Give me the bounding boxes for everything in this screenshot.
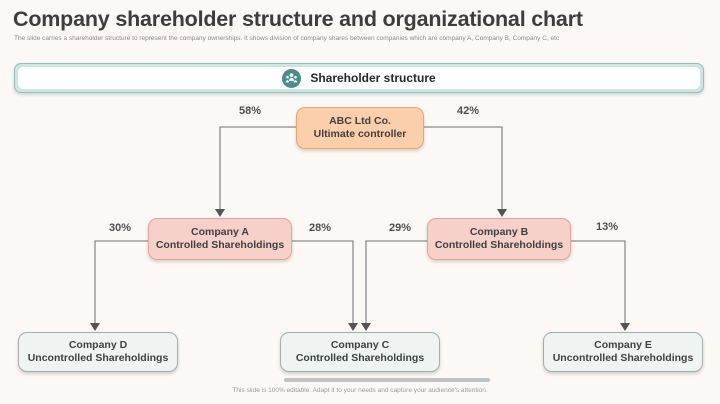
ownership-percent-label: 30%: [108, 222, 132, 234]
node-company-a: Company A Controlled Shareholdings: [148, 218, 292, 260]
node-title: Company B: [469, 225, 529, 238]
node-subtitle: Controlled Shareholdings: [434, 239, 564, 251]
node-title: ABC Ltd Co.: [329, 114, 391, 127]
ownership-percent-label: 28%: [308, 222, 332, 234]
node-title: Company D: [68, 338, 128, 351]
node-company-b: Company B Controlled Shareholdings: [427, 218, 571, 260]
node-subtitle: Controlled Shareholdings: [155, 239, 285, 251]
divider-bar: [284, 378, 490, 382]
node-company-d: Company D Uncontrolled Shareholdings: [18, 332, 178, 372]
node-title: Company A: [191, 225, 249, 238]
banner-inner: Shareholder structure: [18, 67, 700, 89]
node-subtitle: Controlled Shareholdings: [295, 352, 425, 364]
node-abc-ltd: ABC Ltd Co. Ultimate controller: [296, 107, 424, 149]
node-subtitle: Uncontrolled Shareholdings: [27, 352, 169, 364]
footer-note: This slide is 100% editable. Adapt it to…: [232, 387, 488, 394]
node-title: Company E: [594, 338, 652, 351]
banner-label: Shareholder structure: [310, 71, 436, 85]
ownership-percent-label: 42%: [456, 105, 480, 117]
ownership-percent-label: 29%: [388, 222, 412, 234]
people-icon: [282, 68, 302, 88]
node-subtitle: Uncontrolled Shareholdings: [552, 352, 694, 364]
shareholder-structure-banner: Shareholder structure: [14, 63, 704, 93]
node-subtitle: Ultimate controller: [313, 128, 407, 140]
node-title: Company C: [330, 338, 390, 351]
ownership-percent-label: 13%: [595, 221, 619, 233]
ownership-percent-label: 58%: [238, 105, 262, 117]
slide-subtitle: The slide carries a shareholder structur…: [14, 35, 560, 42]
page-title: Company shareholder structure and organi…: [13, 7, 583, 31]
node-company-c: Company C Controlled Shareholdings: [280, 332, 440, 372]
node-company-e: Company E Uncontrolled Shareholdings: [543, 332, 703, 372]
